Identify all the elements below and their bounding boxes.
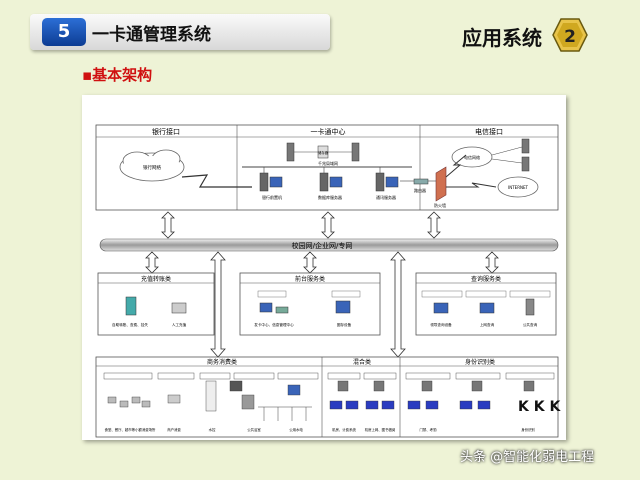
bank-frontend-label: 银行前置机 <box>262 194 282 200</box>
commerce-devices <box>103 372 319 412</box>
query-caption-2: 上网查询 <box>480 322 495 327</box>
architecture-diagram: 银行接口 一卡通中心 电信接口 银行网络 储存器 千兆局域网 银行前置机 数据库… <box>82 95 566 440</box>
recharge-group: 充值转账类 自助转账、查费、挂失 人工充值 <box>97 272 215 336</box>
bank-frontend-pc: 银行前置机 <box>259 172 283 200</box>
turnstile-glyphs: K K K <box>518 399 561 415</box>
card-center-label: 一卡通中心 <box>311 127 346 136</box>
mixed-caption-2: 机房上网、图书借阅 <box>365 427 396 432</box>
recharge-group-label: 充值转账类 <box>141 275 171 283</box>
server-rack-right <box>351 142 360 162</box>
commerce-caption-4: 公共浴室 <box>247 427 261 432</box>
manual-recharge-device <box>171 302 187 314</box>
footer-watermark: 头条 @智能化弱电工程 <box>460 450 595 465</box>
telecom-server-1 <box>521 138 530 154</box>
telecom-cloud-label: 电信网络 <box>464 154 480 160</box>
query-group: 查询服务类 领导查询设备 上网查询 公共查询 <box>415 272 557 336</box>
arrow-backbone-recharge <box>145 251 159 274</box>
frontdesk-caption-1: 发卡中心、信息管理中心 <box>254 322 294 327</box>
telecom-interface-label: 电信接口 <box>475 127 503 136</box>
page-title: 应用系统 <box>462 26 542 50</box>
mixed-group-label: 混合类 <box>353 358 371 366</box>
kiosk-device <box>525 298 535 316</box>
page-number: 2 <box>564 27 576 47</box>
database-server-label: 数据库服务器 <box>318 194 342 200</box>
commerce-caption-3: 水控 <box>209 427 216 432</box>
internet-cloud-label: INTERNET <box>508 185 528 190</box>
telecom-link-bolt <box>445 154 467 178</box>
telecom-network-cloud: 电信网络 <box>451 146 493 168</box>
bank-network-cloud: 银行网络 <box>119 149 185 182</box>
storage-label: 储存器 <box>318 150 329 155</box>
bank-interface-label: 银行接口 <box>152 127 180 136</box>
mixed-caption-1: 机房、计费系统 <box>332 427 356 432</box>
arrow-center-backbone <box>321 211 335 239</box>
commerce-caption-1: 食堂、餐厅、超市等小额消费场所 <box>105 427 156 432</box>
arrow-telecom-backbone <box>427 211 441 239</box>
section-number-badge: 5 <box>42 18 86 46</box>
web-query-pc <box>479 302 495 314</box>
header-title: 一卡通管理系统 <box>92 25 211 45</box>
card-issue-pc <box>259 302 273 313</box>
bottom-frame <box>95 356 559 438</box>
arrow-bank-backbone <box>161 211 175 239</box>
subtitle: ▪基本架构 <box>82 66 153 84</box>
page-number-badge: 2 <box>552 18 588 52</box>
disk-array <box>317 145 329 159</box>
backbone-label: 校园网/企业网/专网 <box>292 241 353 250</box>
router-icon <box>413 178 429 185</box>
leader-query-pc <box>433 302 449 314</box>
identity-devices <box>405 372 555 410</box>
router-label: 路由器 <box>414 187 426 193</box>
database-server: 数据库服务器 <box>318 172 343 200</box>
recharge-caption-2: 人工充值 <box>172 322 187 327</box>
frontdesk-group: 前台服务类 发卡中心、信息管理中心 圈存设备 <box>239 272 381 336</box>
arrow-backbone-frontdesk <box>303 251 317 274</box>
arrow-backbone-commerce <box>210 251 226 358</box>
self-service-terminal <box>125 296 137 316</box>
comm-server-label: 通讯服务器 <box>376 194 396 200</box>
commerce-caption-5: 公用水电 <box>289 427 303 432</box>
commerce-group-label: 商务消费类 <box>207 358 237 366</box>
mixed-devices <box>327 372 397 410</box>
arrow-backbone-query <box>485 251 499 274</box>
frontdesk-caption-2: 圈存设备 <box>337 322 352 327</box>
loading-device <box>335 300 351 314</box>
frontdesk-group-label: 前台服务类 <box>295 275 325 283</box>
bank-link-bolt <box>181 174 252 188</box>
recharge-caption-1: 自助转账、查费、挂失 <box>112 322 148 327</box>
query-caption-1: 领导查询设备 <box>430 322 452 327</box>
card-printer <box>275 306 289 314</box>
commerce-caption-2: 商户消费 <box>167 427 181 432</box>
comm-server: 通讯服务器 <box>375 172 399 200</box>
bank-cloud-label: 银行网络 <box>143 164 161 171</box>
identity-caption-1: 门禁、考勤 <box>420 427 438 432</box>
firewall-label: 防火墙 <box>434 202 446 208</box>
firewall-icon <box>435 166 447 202</box>
server-rack-left <box>286 142 295 162</box>
arrow-backbone-mixed <box>390 251 406 358</box>
center-lan-label: 千兆局域网 <box>318 160 338 166</box>
internet-link-bolt <box>446 182 497 188</box>
telecom-server-2 <box>521 156 530 172</box>
identity-caption-2: 身份识别 <box>521 427 535 432</box>
query-group-label: 查询服务类 <box>471 275 501 283</box>
query-caption-3: 公共查询 <box>523 322 538 327</box>
internet-cloud: INTERNET <box>497 176 539 198</box>
backbone-pipe <box>99 238 559 252</box>
identity-group-label: 身份识别类 <box>465 358 495 366</box>
